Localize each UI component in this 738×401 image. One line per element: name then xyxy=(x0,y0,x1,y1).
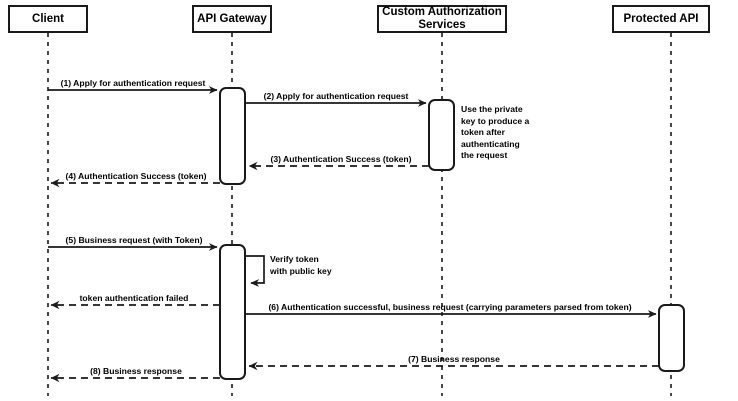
lifelines xyxy=(47,33,672,396)
message-label-7: (7) Business response xyxy=(408,354,500,364)
activation-gateway-business xyxy=(219,244,246,380)
message-label-1: (1) Apply for authentication request xyxy=(60,78,206,88)
message-label-8: (8) Business response xyxy=(90,366,182,376)
message-label-3: (3) Authentication Success (token) xyxy=(270,154,412,164)
message-label-5: (5) Business request (with Token) xyxy=(65,235,203,245)
activation-auth-service xyxy=(428,99,455,171)
note-private-key: Use the private key to produce a token a… xyxy=(461,104,530,161)
participant-custom-authorization-services-label: Custom Authorization Services xyxy=(382,6,502,31)
participant-api-gateway[interactable]: API Gateway xyxy=(192,5,272,33)
activation-gateway-auth xyxy=(219,87,246,185)
message-label-2: (2) Apply for authentication request xyxy=(263,91,409,101)
arrow-msg-self-verify xyxy=(245,255,265,287)
participant-protected-api-label: Protected API xyxy=(623,12,699,25)
participant-api-gateway-label: API Gateway xyxy=(197,12,267,25)
message-label-token-failed: token authentication failed xyxy=(79,293,189,303)
participant-client[interactable]: Client xyxy=(8,5,88,33)
participant-client-label: Client xyxy=(32,12,64,25)
message-label-4: (4) Authentication Success (token) xyxy=(65,171,207,181)
participant-custom-authorization-services[interactable]: Custom Authorization Services xyxy=(377,5,507,33)
message-label-6: (6) Authentication successful, business … xyxy=(268,302,632,312)
activation-protected-api xyxy=(658,304,685,372)
message-arrows xyxy=(48,86,659,383)
activation-bars xyxy=(219,87,685,380)
note-verify-token: Verify token with public key xyxy=(270,254,332,276)
participant-protected-api[interactable]: Protected API xyxy=(612,5,710,33)
